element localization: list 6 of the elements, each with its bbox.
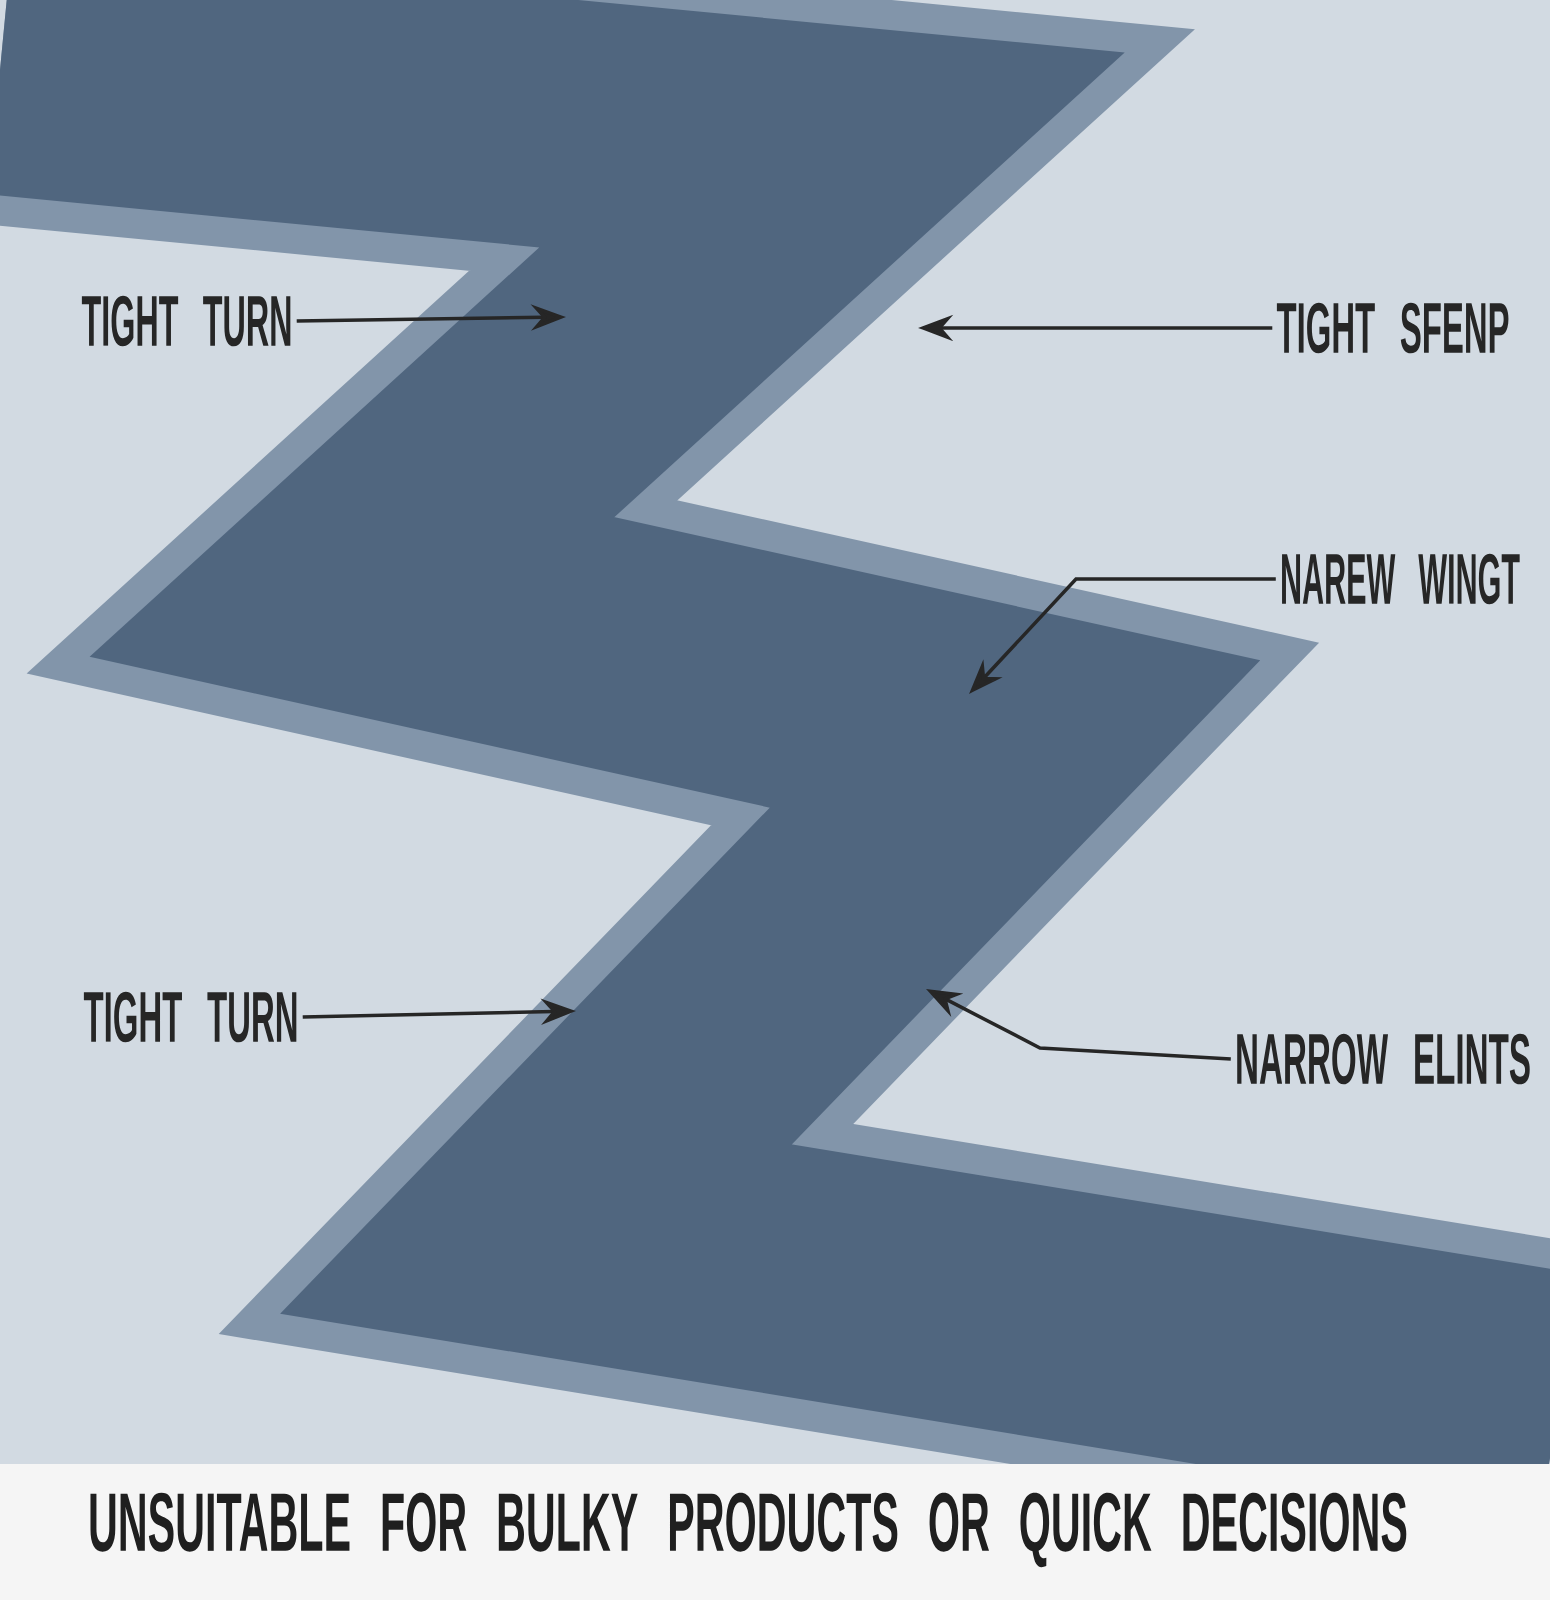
callout-label: TIGHT TURN — [81, 295, 291, 347]
callout-label: NARROW ELINTS — [1237, 1033, 1530, 1085]
callout-label: NAREW WINGT — [1282, 553, 1520, 605]
callout-label: TIGHT SFENP — [1276, 302, 1509, 354]
callout-label: TIGHT TURN — [83, 991, 297, 1043]
caption: UNSUITABLE FOR BULKY PRODUCTS OR QUICK DECISIONS — [90, 1492, 1407, 1568]
